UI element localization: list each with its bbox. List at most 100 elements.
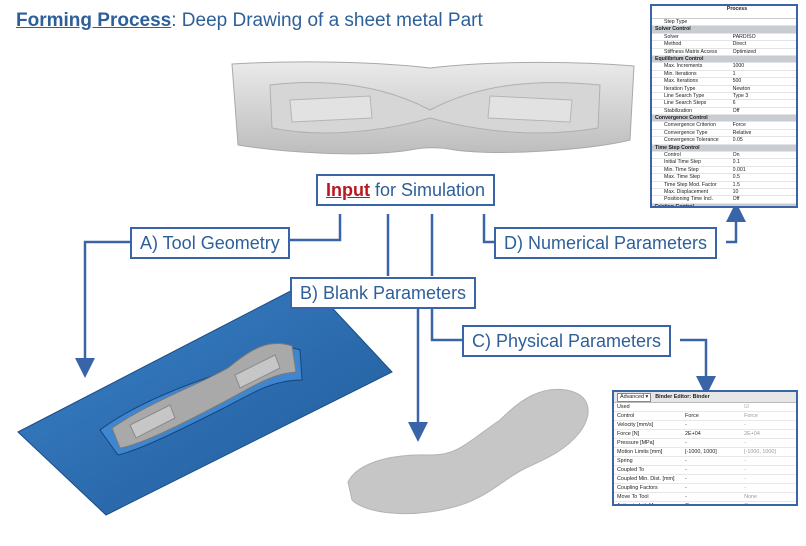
process-row[interactable]: Stabilization Off xyxy=(652,107,796,116)
binder-row-default: - xyxy=(744,485,746,491)
process-row-value xyxy=(728,204,796,206)
binder-editor-title: Binder Editor: Binder xyxy=(655,394,710,400)
binder-row-value: - xyxy=(685,440,687,446)
process-row-value: PARDISO xyxy=(732,33,756,40)
process-row[interactable]: Positioning Time Incl.Off xyxy=(652,196,796,204)
binder-row-key: Used xyxy=(617,404,630,410)
process-row-key: Min. Time Step xyxy=(664,166,699,173)
process-row-key: Initial Time Step xyxy=(664,159,701,166)
binder-editor-panel: Advanced ▾ Binder Editor: Binder Used☑Co… xyxy=(612,390,798,506)
process-row-key: Max. Displacement xyxy=(664,188,709,195)
binder-row[interactable]: Move To Tool-None xyxy=(614,493,796,502)
process-section-header[interactable]: Friction Control xyxy=(652,203,796,208)
process-row-key: Max. Time Step xyxy=(664,174,701,181)
binder-row-key: Spring xyxy=(617,458,633,464)
binder-row[interactable]: Coupled To-- xyxy=(614,466,796,475)
process-row-key: Stabilization xyxy=(664,107,692,114)
process-row-value: 10 xyxy=(732,188,739,195)
process-row-value: Off xyxy=(732,107,740,114)
process-section-header[interactable]: Time Step Control xyxy=(652,144,796,153)
process-row-value xyxy=(728,26,796,32)
process-row-value xyxy=(733,19,796,25)
process-section-header[interactable]: Solver Control xyxy=(652,26,796,34)
process-row-value: On xyxy=(732,152,740,159)
process-row-value: Type 3 xyxy=(732,92,749,99)
input-rest: for Simulation xyxy=(369,180,486,200)
process-row-value: 1 xyxy=(732,70,736,77)
process-section-header[interactable]: Convergence Control xyxy=(652,115,796,123)
blank-image xyxy=(347,388,589,515)
process-row-key: Positioning Time Incl. xyxy=(664,196,714,203)
formed-part-image xyxy=(231,61,635,155)
mode-select-value: Advanced xyxy=(620,393,644,400)
binder-row[interactable]: Coupled Min. Dist. [mm]-- xyxy=(614,475,796,484)
process-panel-header: Process xyxy=(652,6,796,19)
mode-select[interactable]: Advanced ▾ xyxy=(617,392,652,402)
process-row-value: 0.05 xyxy=(732,137,743,144)
binder-row-default: - xyxy=(744,422,746,428)
process-row-value: 0.1 xyxy=(732,159,740,166)
page-title: Forming Process: Deep Drawing of a sheet… xyxy=(16,10,483,32)
binder-row[interactable]: Spring-- xyxy=(614,457,796,466)
process-row[interactable]: Convergence Criterion Force xyxy=(652,122,796,130)
process-row-value: Force xyxy=(732,122,746,129)
binder-row[interactable]: Motion Limits [mm][-1000, 1000][-1000, 1… xyxy=(614,448,796,457)
title-rest: : Deep Drawing of a sheet metal Part xyxy=(171,10,483,31)
process-row[interactable]: Initial Time Step 0.1 xyxy=(652,159,796,167)
binder-editor-header: Advanced ▾ Binder Editor: Binder xyxy=(614,392,796,403)
process-row[interactable]: Min. Iterations 1 xyxy=(652,70,796,79)
process-row-key: Time Step Control xyxy=(655,144,700,151)
binder-row-default: On xyxy=(744,503,752,506)
binder-row-value: - xyxy=(685,476,687,482)
process-row-value: Direct xyxy=(732,41,747,48)
process-row[interactable]: Min. Time Step 0.001 xyxy=(652,166,796,175)
process-row-key: Line Search Steps xyxy=(664,100,707,107)
process-row[interactable]: Max. Displacement 10 xyxy=(652,188,796,197)
binder-row[interactable]: Velocity [mm/s]-- xyxy=(614,421,796,430)
process-row-key: Convergence Criterion xyxy=(664,122,716,129)
binder-row[interactable]: Pressure [MPa]-- xyxy=(614,439,796,448)
process-row-key: Step Type xyxy=(664,19,688,25)
process-row-value: 0.5 xyxy=(732,174,740,181)
binder-row-key: Control xyxy=(617,413,635,419)
process-row-value xyxy=(728,115,796,121)
binder-row-value: On xyxy=(685,503,693,506)
process-row-value: Newton xyxy=(732,85,751,92)
process-row[interactable]: Max. Time Step 0.5 xyxy=(652,174,796,182)
process-row-value: 1000 xyxy=(732,63,745,70)
process-header-label: Process xyxy=(726,6,748,12)
process-row-value xyxy=(728,56,796,62)
process-row-value: 0.001 xyxy=(732,166,746,173)
process-row-key: Min. Iterations xyxy=(664,70,697,77)
binder-row[interactable]: Used☑ xyxy=(614,403,796,412)
binder-row[interactable]: Coupling Factors-- xyxy=(614,484,796,493)
binder-row-value: - xyxy=(685,422,687,428)
process-row-key: Stiffness Matrix Access xyxy=(664,48,718,55)
binder-row-key: Coupled Min. Dist. [mm] xyxy=(617,476,675,482)
process-row[interactable]: Step Type xyxy=(652,19,796,27)
binder-row-default: 2E+04 xyxy=(744,431,760,437)
binder-row-key: Pressure [MPa] xyxy=(617,440,655,446)
input-highlight: Input xyxy=(326,180,370,200)
numerical-parameters-label: D) Numerical Parameters xyxy=(494,227,718,259)
process-row-value: Relative xyxy=(732,129,752,136)
binder-row-value: 2E+04 xyxy=(685,431,701,437)
process-row-key: Friction Control xyxy=(655,203,694,208)
process-section-header[interactable]: Equilibrium Control xyxy=(652,55,796,64)
